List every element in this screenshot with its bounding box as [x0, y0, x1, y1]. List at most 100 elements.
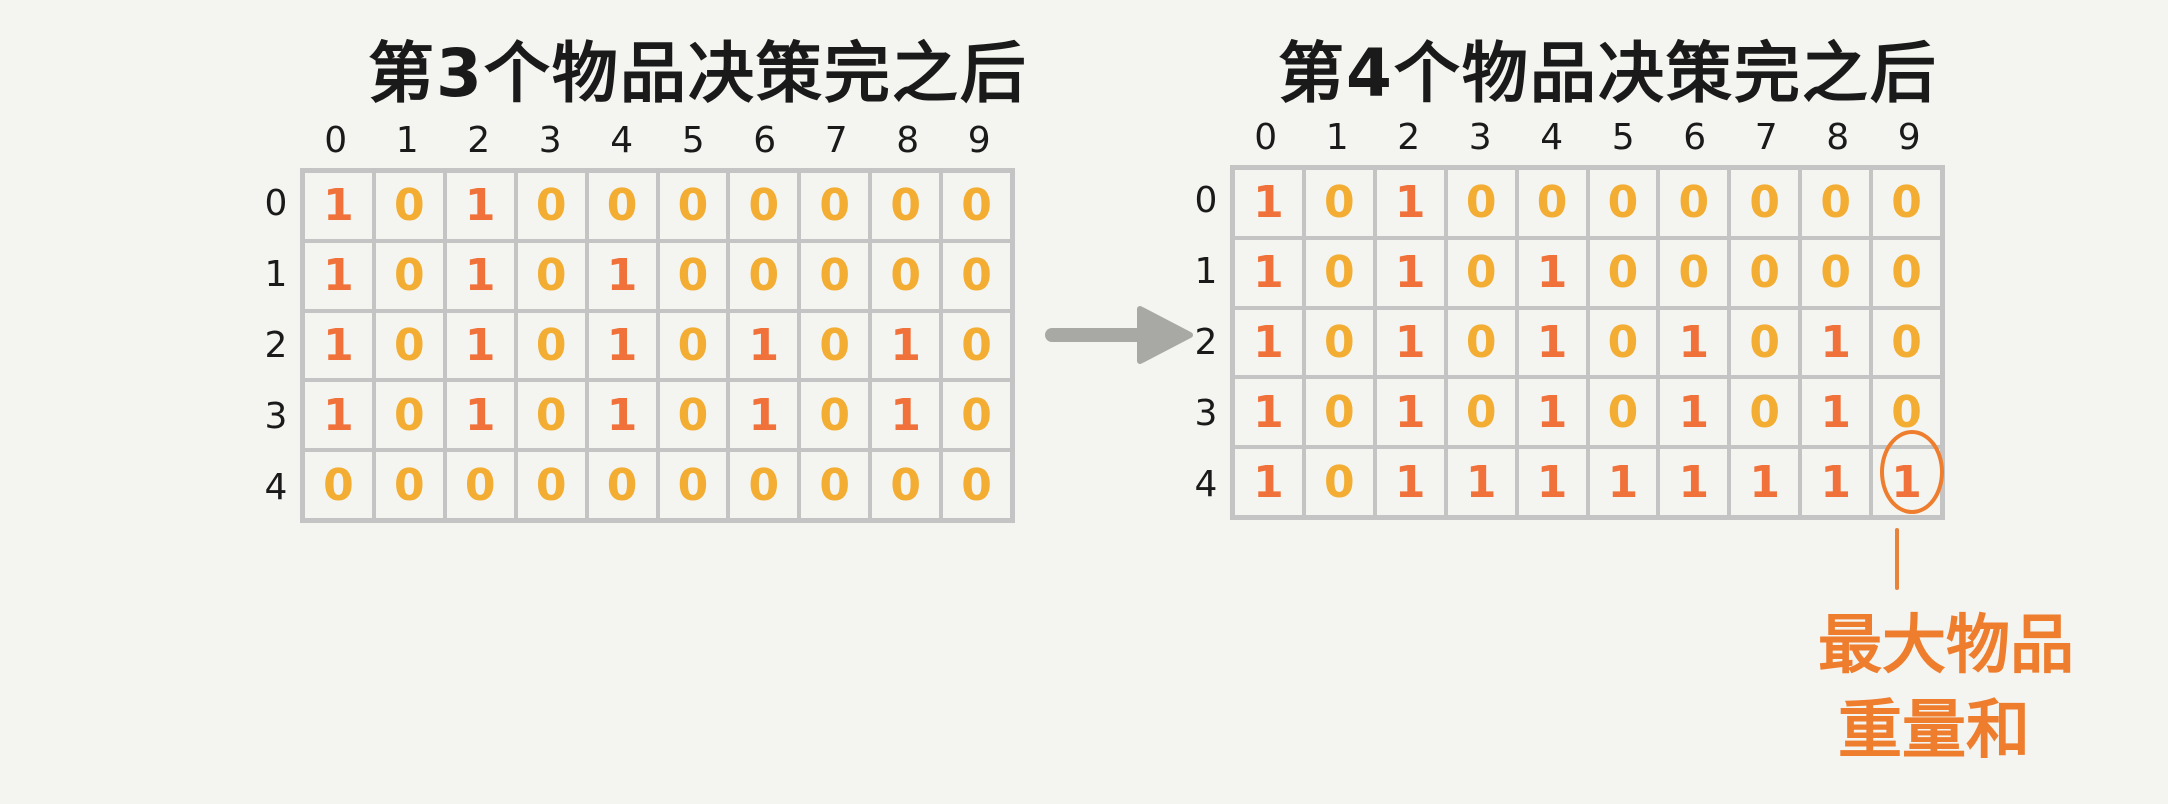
- right-cell: 1: [1658, 377, 1730, 448]
- right-cell: 1: [1374, 377, 1446, 448]
- right-cell: 1: [1800, 377, 1872, 448]
- left-cell: 0: [515, 240, 587, 311]
- left-col-label: 0: [324, 120, 348, 161]
- left-cell: 0: [728, 171, 800, 241]
- left-cell: 0: [657, 450, 729, 520]
- left-cell: 0: [799, 310, 871, 381]
- left-cell: 0: [586, 171, 658, 241]
- annotation-label-line2: 重量和: [1838, 694, 2030, 768]
- left-cell: 0: [870, 450, 942, 520]
- right-cell: 0: [1303, 377, 1375, 448]
- right-row-label: 0: [1194, 179, 1218, 221]
- left-cell: 0: [657, 240, 729, 311]
- left-col-label: 6: [753, 120, 777, 161]
- right-cell: 1: [1374, 307, 1446, 378]
- left-cell: 1: [586, 240, 658, 311]
- right-cell: 0: [1587, 307, 1659, 378]
- left-cell: 1: [303, 310, 374, 381]
- right-cell: 1: [1516, 307, 1588, 378]
- left-cell: 1: [303, 380, 374, 451]
- right-cell: 1: [1516, 447, 1588, 517]
- right-col-label: 6: [1683, 117, 1707, 158]
- right-cell: 1: [1374, 168, 1446, 238]
- right-cell: 0: [1587, 377, 1659, 448]
- right-cell: 0: [1658, 168, 1730, 238]
- right-cell: 1: [1516, 237, 1588, 308]
- left-cell: 0: [728, 240, 800, 311]
- left-cell: 0: [941, 240, 1012, 311]
- right-cell: 0: [1303, 447, 1375, 517]
- right-cell: 0: [1303, 237, 1375, 308]
- left-cell: 1: [303, 240, 374, 311]
- right-row-label: 4: [1194, 463, 1218, 505]
- left-cell: 0: [870, 171, 942, 241]
- right-row-label: 1: [1194, 250, 1218, 292]
- annotation-connector: [1895, 528, 1899, 590]
- right-cell: 0: [1800, 237, 1872, 308]
- left-cell: 0: [586, 450, 658, 520]
- right-cell: 0: [1587, 237, 1659, 308]
- left-cell: 1: [586, 310, 658, 381]
- right-cell: 0: [1445, 307, 1517, 378]
- right-cell: 0: [1871, 377, 1942, 448]
- left-cell: 0: [515, 450, 587, 520]
- left-col-label: 7: [824, 120, 848, 161]
- left-row-label: 2: [264, 324, 288, 366]
- left-cell: 1: [444, 380, 516, 451]
- right-col-label: 0: [1254, 117, 1278, 158]
- left-row-label: 0: [264, 182, 288, 224]
- right-cell: 1: [1516, 377, 1588, 448]
- right-cell: 0: [1516, 168, 1588, 238]
- left-row-label: 1: [264, 253, 288, 295]
- left-cell: 0: [799, 171, 871, 241]
- right-col-label: 5: [1611, 117, 1635, 158]
- right-cell: 1: [1445, 447, 1517, 517]
- left-row-label: 4: [264, 466, 288, 508]
- left-cell: 0: [941, 380, 1012, 451]
- right-cell: 0: [1445, 237, 1517, 308]
- right-table-title: 第4个物品决策完之后: [1278, 35, 1938, 112]
- left-cell: 1: [444, 310, 516, 381]
- right-cell: 0: [1871, 168, 1942, 238]
- right-cell: 1: [1233, 307, 1304, 378]
- right-cell: 0: [1303, 168, 1375, 238]
- right-cell: 1: [1233, 168, 1304, 238]
- left-cell: 0: [799, 240, 871, 311]
- right-cell: 0: [1587, 168, 1659, 238]
- right-cell: 1: [1587, 447, 1659, 517]
- left-cell: 0: [799, 450, 871, 520]
- left-cell: 1: [728, 380, 800, 451]
- left-cell: 0: [515, 310, 587, 381]
- right-cell: 0: [1303, 307, 1375, 378]
- left-cell: 0: [941, 171, 1012, 241]
- annotation-label-line1: 最大物品: [1818, 609, 2074, 683]
- left-col-label: 9: [967, 120, 991, 161]
- left-col-label: 2: [467, 120, 491, 161]
- left-cell: 0: [941, 450, 1012, 520]
- right-row-label: 3: [1194, 392, 1218, 434]
- left-cell: 0: [373, 310, 445, 381]
- right-col-label: 4: [1540, 117, 1564, 158]
- right-cell: 1: [1233, 377, 1304, 448]
- right-col-label: 2: [1397, 117, 1421, 158]
- right-cell: 0: [1800, 168, 1872, 238]
- right-cell: 1: [1800, 447, 1872, 517]
- left-cell: 1: [870, 310, 942, 381]
- right-cell: 1: [1374, 237, 1446, 308]
- left-cell: 0: [373, 171, 445, 241]
- right-cell: 1: [1233, 237, 1304, 308]
- right-arrow-icon: [1045, 306, 1193, 364]
- left-cell: 1: [444, 171, 516, 241]
- left-col-label: 1: [395, 120, 419, 161]
- right-cell: 1: [1233, 447, 1304, 517]
- right-cell: 0: [1445, 168, 1517, 238]
- highlight-circle: [1880, 430, 1944, 514]
- left-col-label: 5: [681, 120, 705, 161]
- left-cell: 0: [728, 450, 800, 520]
- left-col-label: 4: [610, 120, 634, 161]
- right-cell: 1: [1374, 447, 1446, 517]
- right-col-label: 7: [1754, 117, 1778, 158]
- right-cell: 0: [1658, 237, 1730, 308]
- left-cell: 1: [728, 310, 800, 381]
